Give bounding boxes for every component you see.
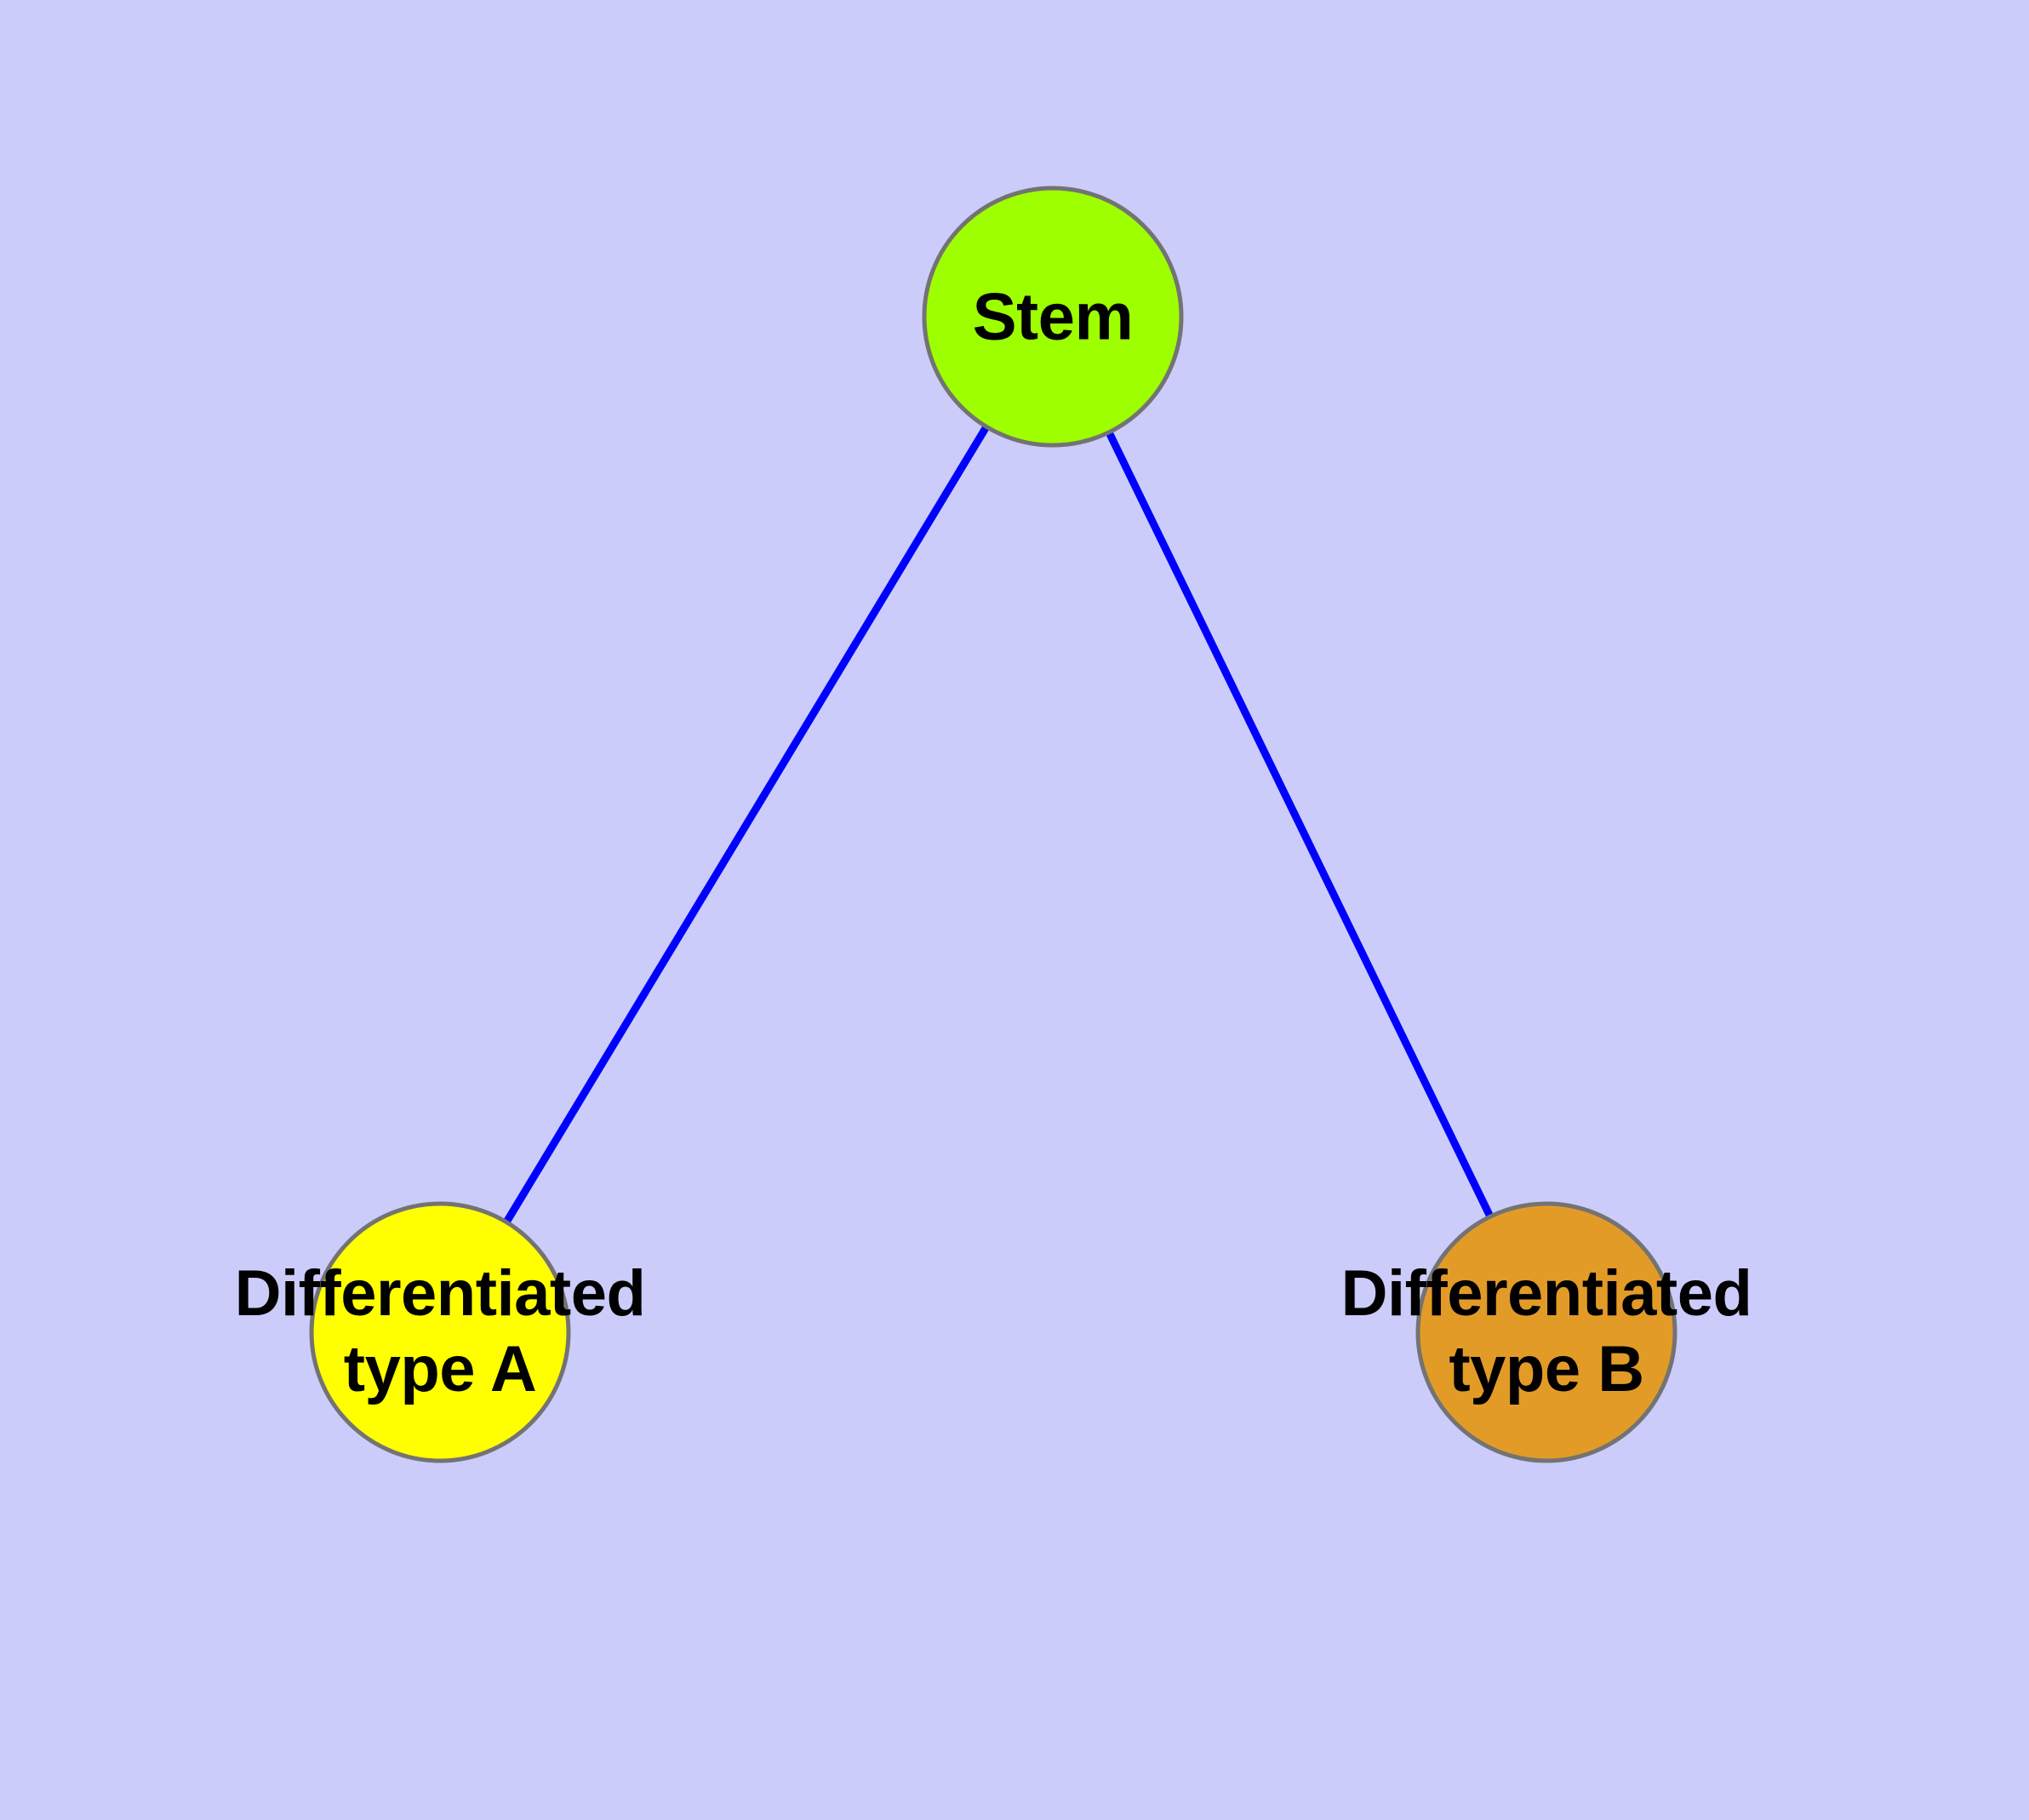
edge-stem-to-differentiated-type-b[interactable]	[1049, 315, 1551, 1334]
edge-stem-to-differentiated-type-a[interactable]	[437, 314, 1056, 1335]
node-stem[interactable]	[922, 186, 1184, 448]
node-differentiated-type-b[interactable]	[1415, 1201, 1677, 1463]
node-layer	[309, 186, 1677, 1463]
edge-layer	[437, 314, 1551, 1335]
node-differentiated-type-a[interactable]	[309, 1201, 571, 1463]
